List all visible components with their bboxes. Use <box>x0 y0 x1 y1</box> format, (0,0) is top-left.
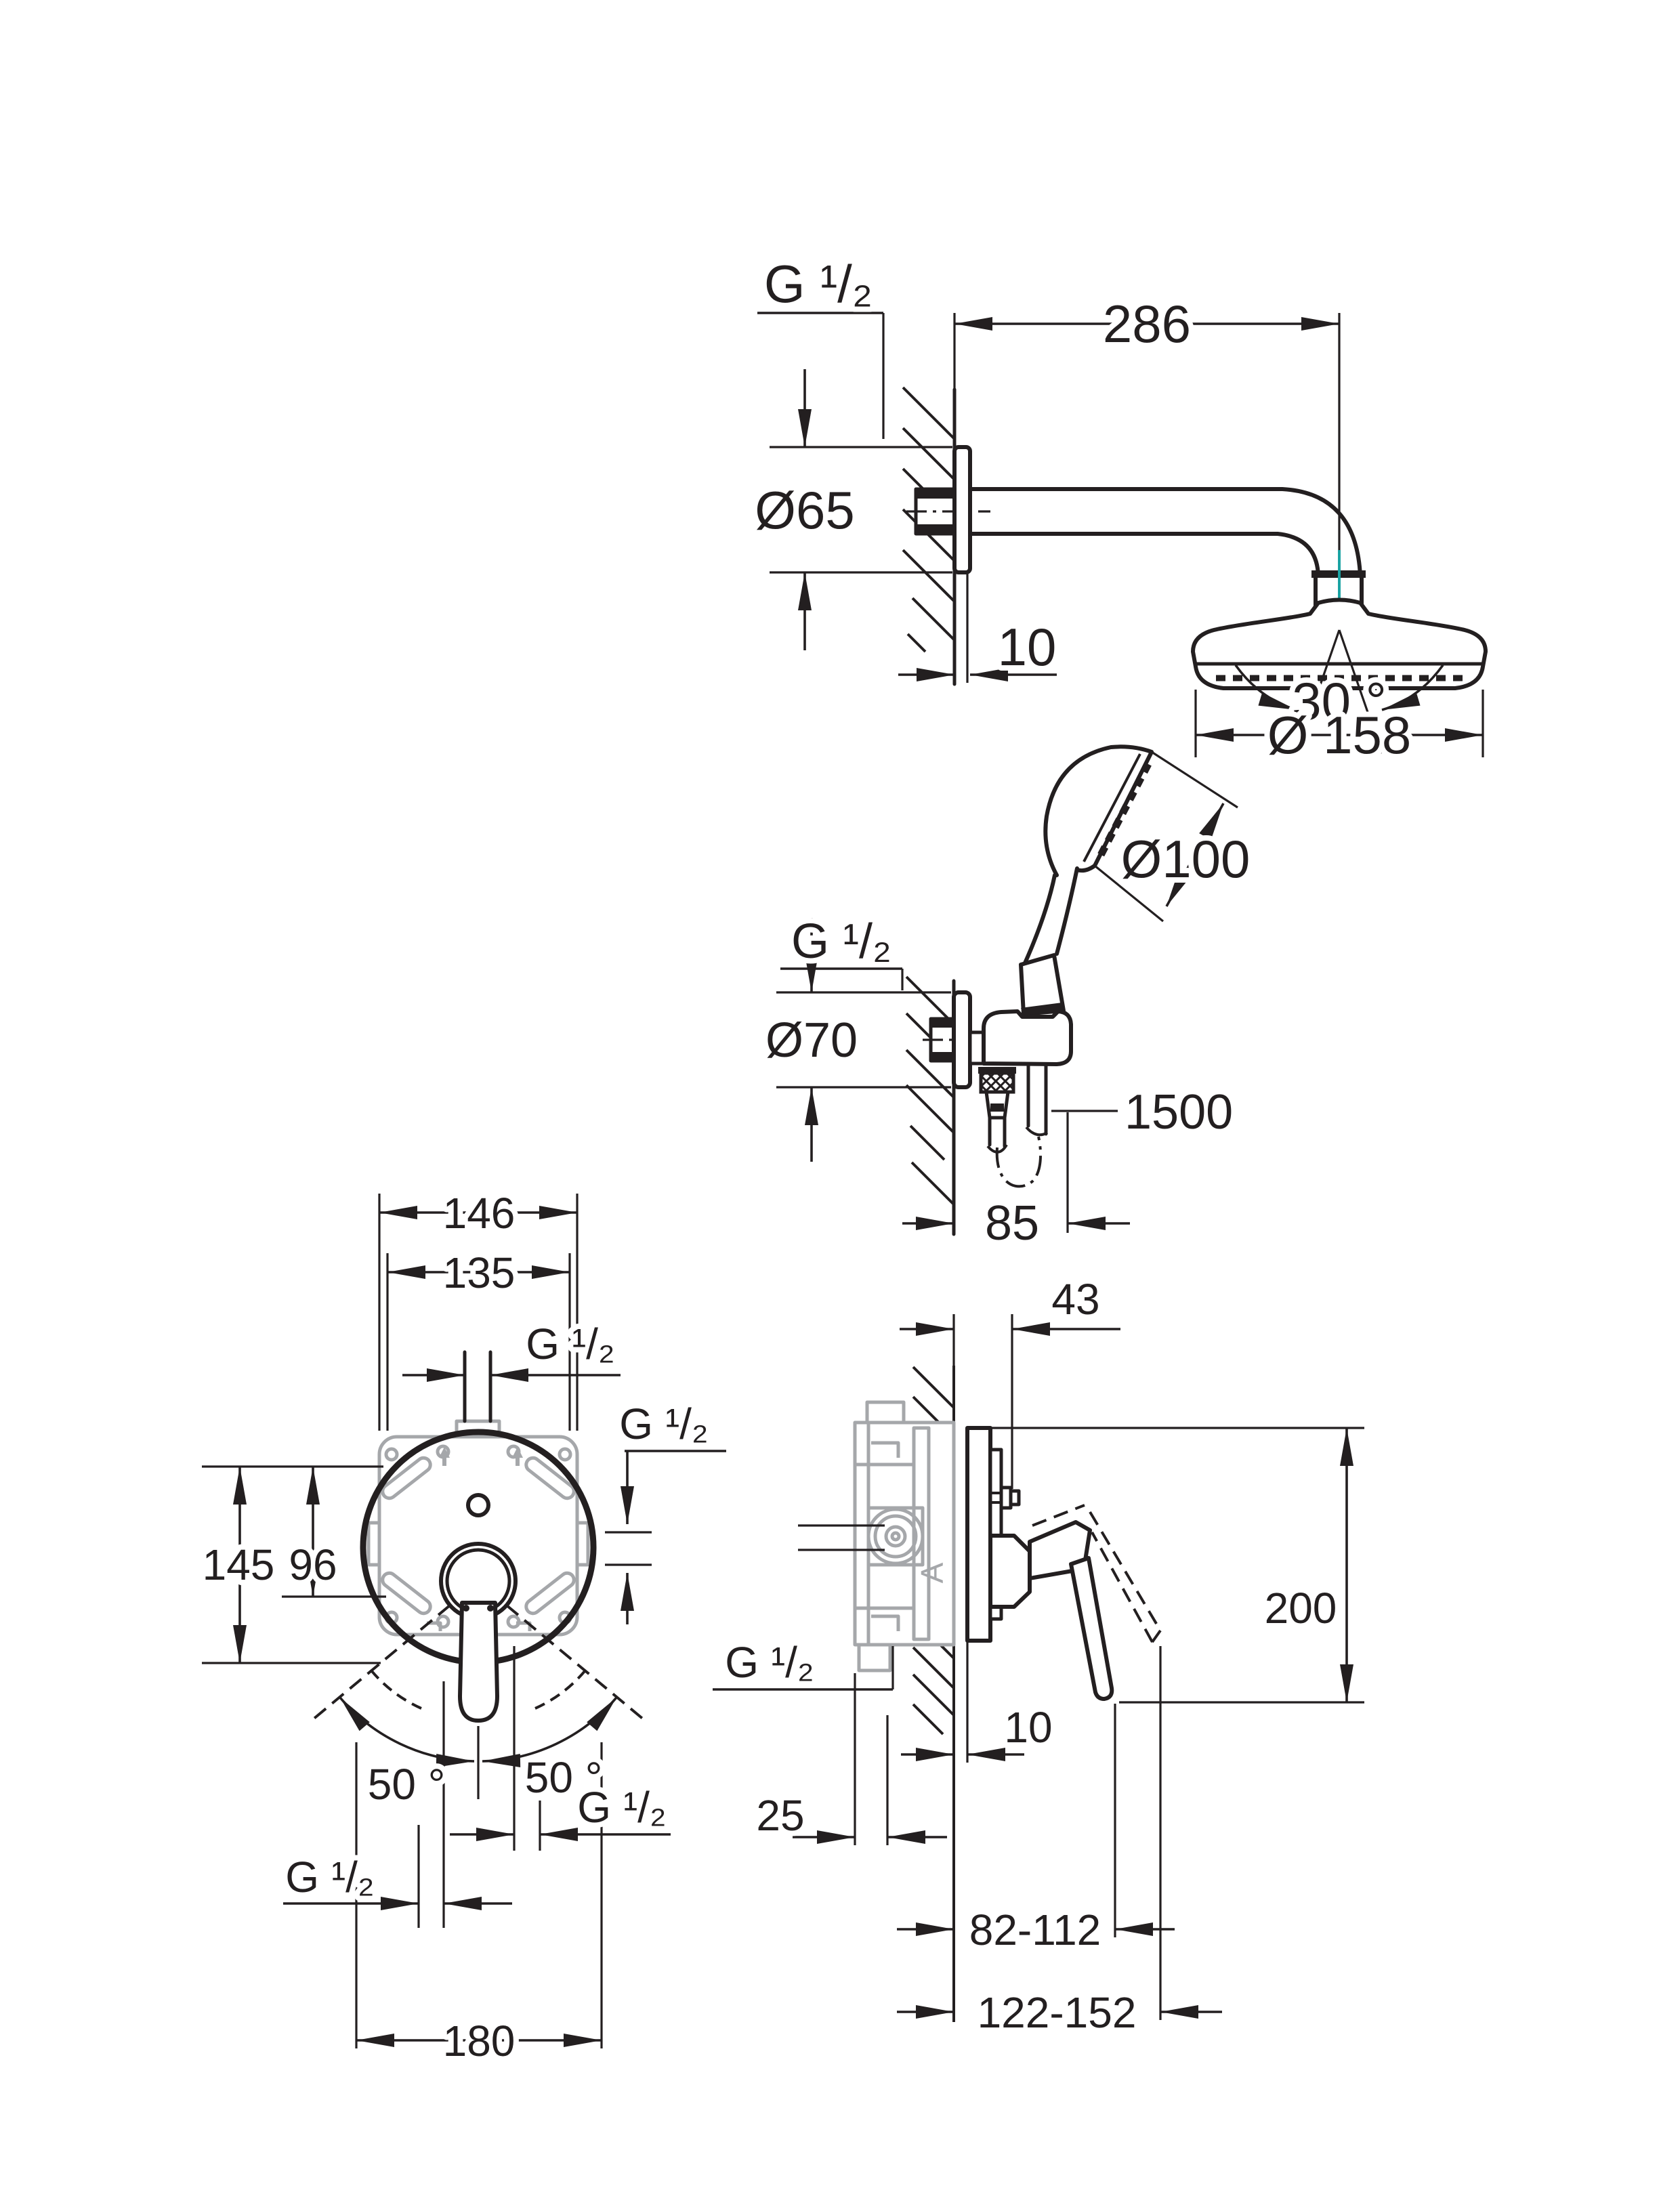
thread-label-outlet-left: G ¹/₂ <box>285 1853 375 1901</box>
dimension-label-swivel-angle: 30 ° <box>1292 671 1387 731</box>
dimension-label-spray-diameter: Ø 158 <box>1267 705 1411 765</box>
dimension-label-swing-left: 50 ° <box>368 1760 446 1809</box>
dimension-label-install-depth-min: 82-112 <box>969 1906 1101 1954</box>
thread-label: G ¹/₂ <box>791 914 891 969</box>
side-port-right <box>575 1521 590 1567</box>
ext-line <box>1093 864 1164 923</box>
handle-cone-cap <box>1021 1003 1064 1015</box>
hose-lower <box>1026 1062 1048 1136</box>
wall-hatching <box>905 975 955 1206</box>
mixer-front-view: 146 135 G ¹/₂ G ¹/₂ 145 96 50 ° 50 ° G ¹… <box>197 1183 726 2071</box>
hose-knurled-nut <box>979 1071 1015 1094</box>
thread-label-top: G ¹/₂ <box>526 1320 615 1368</box>
stop-screw-tip <box>1009 1489 1021 1507</box>
top-supply-stub <box>463 1350 492 1423</box>
dimension-label-hose-length: 1500 <box>1125 1085 1233 1139</box>
dimension-label-install-depth-max: 122-152 <box>978 1988 1137 2037</box>
thread-label: G ¹/₂ <box>764 254 873 314</box>
dimension-label-box-offset: 25 <box>756 1791 804 1840</box>
dimension-label-hand-spray-diameter: Ø100 <box>1121 829 1251 889</box>
connector-slot <box>990 1103 1004 1112</box>
valve-body <box>988 1534 1032 1609</box>
box-bottom-tab <box>857 1643 892 1672</box>
dimension-label-overall-height: 200 <box>1265 1584 1337 1633</box>
head-shower-view: G ¹/₂ 286 Ø65 10 30 ° Ø 158 <box>749 249 1488 770</box>
thread-label-side: G ¹/₂ <box>619 1400 709 1448</box>
hand-spray-nozzle-band <box>1095 762 1152 861</box>
wall-outlet-flange <box>952 990 972 1089</box>
pipe-wall-seal <box>916 524 954 534</box>
thread-label: G ¹/₂ <box>725 1638 814 1687</box>
shower-arm-inner <box>968 532 1320 578</box>
diverter-hole <box>466 1493 490 1517</box>
alignment-arrows <box>439 1447 523 1466</box>
thread-label-outlet-right: G ¹/₂ <box>577 1783 667 1832</box>
dimension-label-flange-diameter: Ø70 <box>765 1013 858 1068</box>
dimension-label-plate-thickness: 10 <box>1004 1703 1052 1752</box>
hand-shower-face-inner <box>1083 753 1141 862</box>
dim-line-hand-spray-diameter <box>1165 803 1225 907</box>
dimension-label-swing-right: 50 ° <box>525 1753 603 1802</box>
dimension-label-port-spacing: 96 <box>289 1540 337 1589</box>
lever-handle <box>458 1601 499 1723</box>
screw-stem <box>990 1492 1001 1504</box>
mixer-side-view: A 43 200 <box>713 1269 1364 2042</box>
rough-in-box <box>366 1419 590 1637</box>
shower-holder-body <box>982 1009 1073 1066</box>
lever-raised-position-dashed <box>1032 1504 1162 1643</box>
box-details <box>855 1441 914 1631</box>
pipe-wall-seal <box>931 1019 954 1028</box>
rough-in-box-side: A <box>853 1400 956 1672</box>
dimension-label-arm-projection: 286 <box>1103 294 1191 354</box>
dimension-label-box-height: 145 <box>203 1540 275 1589</box>
escutcheon-plate-side <box>965 1426 992 1643</box>
swivel-arrow-right <box>1381 664 1444 711</box>
swing-angle-arc-left <box>339 1696 475 1767</box>
dimension-label-handle-depth: 43 <box>1051 1275 1099 1324</box>
pipe-wall-seal <box>931 1052 954 1061</box>
bottom-ext-lines <box>355 1646 603 2048</box>
lever-handle-side <box>1069 1556 1114 1701</box>
box-marking-label: A <box>915 1562 950 1583</box>
cartridge-detail <box>866 1506 925 1567</box>
side-port-left <box>366 1521 381 1567</box>
box-top-tab <box>865 1400 906 1425</box>
lever-swing-lines <box>307 1604 650 1725</box>
swing-angle-arc-right <box>482 1696 618 1767</box>
hand-shower-back-outline <box>1043 744 1154 877</box>
handle-dot <box>487 1605 494 1612</box>
dimension-label-box-width: 146 <box>443 1189 516 1238</box>
dimension-label-overall-width: 180 <box>443 2017 516 2065</box>
head-shower-disc <box>1191 597 1488 690</box>
nut-top-band <box>978 1067 1016 1074</box>
hand-shower-view: G ¹/₂ Ø100 Ø70 1500 85 <box>760 744 1255 1256</box>
hose-loop-dashed <box>995 1136 1042 1188</box>
ext-line <box>1151 751 1238 809</box>
swivel-arrow-left <box>1234 664 1297 711</box>
dimension-label-holder-projection: 85 <box>985 1196 1039 1250</box>
hose-break-mark <box>1025 1126 1049 1137</box>
dimension-label-plate-width: 135 <box>443 1248 516 1297</box>
shower-arm-flange <box>952 445 972 574</box>
hose-upper <box>988 1116 1007 1148</box>
hand-shower-handle <box>1022 866 1079 967</box>
handle-dot <box>463 1605 469 1612</box>
dimension-label-flange-offset: 10 <box>998 617 1057 677</box>
dimension-label-flange-diameter: Ø65 <box>755 480 854 540</box>
hand-shower-face-bottom <box>1075 864 1097 873</box>
inlet-leader-lines <box>798 1524 885 1551</box>
shower-arm-outer <box>968 487 1362 578</box>
mounting-slots <box>381 1456 576 1616</box>
pipe-wall-seal <box>916 489 954 499</box>
